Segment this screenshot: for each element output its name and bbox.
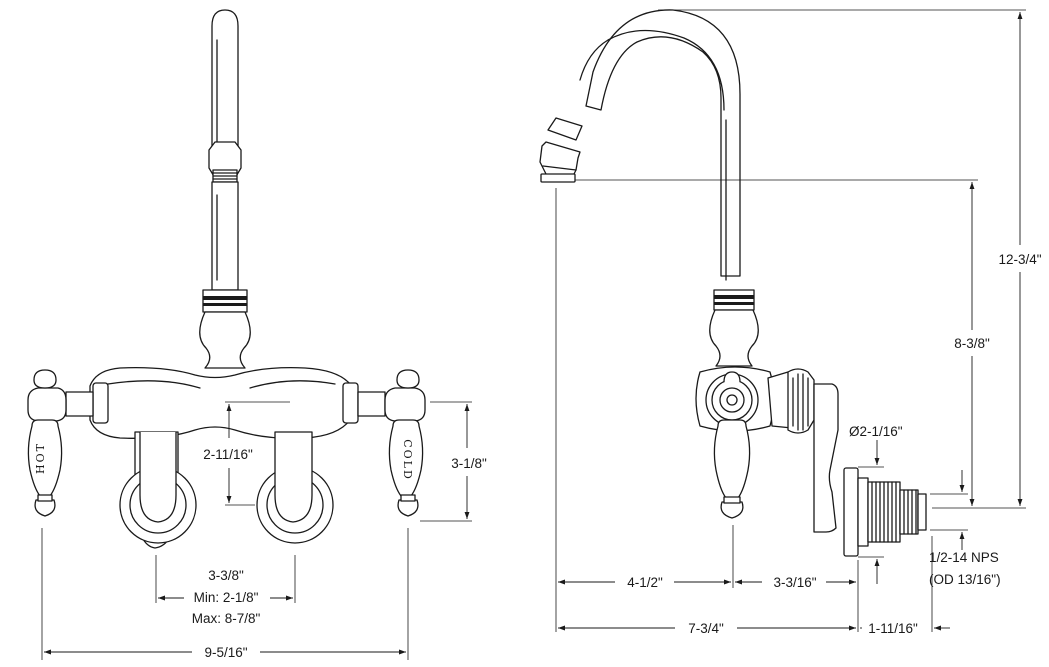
dim-label-min: Min: 2-1/8" bbox=[194, 590, 259, 605]
dim-label-2-11-16: 2-11/16" bbox=[203, 447, 253, 462]
side-porcelain-handle bbox=[713, 419, 751, 519]
side-handle bbox=[767, 368, 839, 533]
side-collar-band bbox=[713, 289, 755, 311]
front-faucet-body bbox=[89, 367, 353, 439]
dimension-reach-row-1: 4-1/2" 3-3/16" bbox=[555, 188, 859, 632]
gooseneck-spout bbox=[539, 9, 741, 281]
front-riser-pipe bbox=[208, 9, 242, 291]
dimension-overall-width: 9-5/16" bbox=[41, 528, 409, 660]
wall-inlet-fitting bbox=[843, 467, 927, 557]
dimension-body-to-inlet: 2-11/16" bbox=[203, 401, 290, 506]
front-collar-band bbox=[202, 289, 248, 313]
dim-label-7-3-4: 7-3/4" bbox=[688, 621, 724, 636]
dimension-inlet-spacing: 3-3/8" Min: 2-1/8" Max: 8-7/8" bbox=[155, 555, 296, 626]
cold-handle-label: COLD bbox=[401, 439, 414, 481]
front-view: HOT COLD 2-11/16" 3-1/8" bbox=[27, 9, 487, 660]
dimension-spout-height: 8-3/8" bbox=[575, 179, 990, 506]
dim-label-9-5-16: 9-5/16" bbox=[204, 645, 247, 660]
hot-handle-label: HOT bbox=[34, 442, 47, 474]
dimension-overall-height: 12-3/4" bbox=[658, 9, 1042, 509]
dim-label-3-3-8: 3-3/8" bbox=[208, 568, 244, 583]
dim-label-8-3-8: 8-3/8" bbox=[954, 336, 990, 351]
dim-label-thread-od: (OD 13/16") bbox=[929, 572, 1001, 587]
front-right-inlet-leg bbox=[256, 431, 334, 544]
side-view: 12-3/4" 8-3/8" Ø2-1/16" 1/2-14 NPS (OD 1… bbox=[539, 9, 1042, 636]
dim-label-3-1-8: 3-1/8" bbox=[451, 456, 487, 471]
dim-label-max: Max: 8-7/8" bbox=[192, 611, 261, 626]
front-right-collar bbox=[342, 382, 359, 424]
dim-label-4-1-2: 4-1/2" bbox=[627, 575, 663, 590]
dim-label-diameter: Ø2-1/16" bbox=[849, 424, 903, 439]
cold-handle bbox=[357, 369, 426, 517]
dimension-thread: 1/2-14 NPS (OD 13/16") bbox=[929, 470, 1001, 587]
hot-handle bbox=[27, 369, 94, 517]
front-center-bulb bbox=[199, 311, 251, 369]
dim-label-3-3-16: 3-3/16" bbox=[773, 575, 816, 590]
side-center-bulb bbox=[709, 309, 759, 367]
side-valve-body bbox=[695, 366, 775, 432]
dimension-handle-height: 3-1/8" bbox=[420, 401, 487, 522]
dim-label-1-11-16: 1-11/16" bbox=[868, 621, 918, 636]
dimension-inlet-diameter: Ø2-1/16" bbox=[849, 424, 903, 584]
front-left-inlet-leg bbox=[119, 431, 197, 549]
dim-label-thread: 1/2-14 NPS bbox=[929, 550, 999, 565]
dimension-reach-row-2: 7-3/4" 1-11/16" bbox=[558, 536, 950, 636]
dim-label-12-3-4: 12-3/4" bbox=[998, 252, 1041, 267]
front-left-collar bbox=[92, 382, 109, 424]
